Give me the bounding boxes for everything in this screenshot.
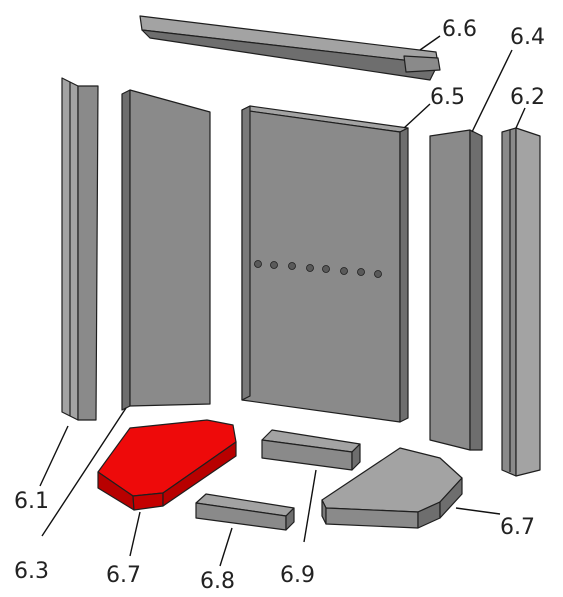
label-6-1: 6.1 [14, 489, 49, 514]
leader-lines [39, 35, 526, 567]
part-6-3-left-panel [121, 89, 211, 411]
leader-6-1 [39, 425, 69, 487]
part-6-4-right-panel [429, 129, 483, 451]
part-6-1-left-strip [61, 77, 99, 421]
leader-6-9 [303, 469, 317, 543]
label-6-2: 6.2 [510, 85, 545, 110]
part-6-5-back-panel [241, 105, 409, 423]
part-6-2-right-strip [501, 127, 541, 477]
leader-6-8 [219, 527, 233, 567]
part-6-7-left-floor-tile-highlighted [97, 419, 237, 511]
leader-6-2 [515, 107, 526, 129]
label-6-7-left: 6.7 [106, 563, 141, 588]
leader-6-5 [403, 103, 431, 129]
part-6-8-small-block [195, 493, 295, 531]
leader-6-7-right [455, 507, 501, 515]
leader-6-3 [41, 407, 127, 537]
label-6-5: 6.5 [430, 85, 465, 110]
label-6-3: 6.3 [14, 559, 49, 584]
part-6-9-small-block [261, 429, 361, 471]
back-panel-air-holes [254, 260, 382, 278]
part-6-6-top-baffle [139, 15, 441, 81]
label-6-9: 6.9 [280, 563, 315, 588]
part-labels: 6.6 6.4 6.5 6.2 6.1 6.3 6.7 6.8 6.9 6.7 [14, 17, 545, 594]
part-6-7-right-floor-tile [321, 447, 463, 529]
leader-6-6 [419, 35, 441, 51]
label-6-8: 6.8 [200, 569, 235, 594]
label-6-6: 6.6 [442, 17, 477, 42]
leader-6-4 [471, 49, 513, 133]
leader-6-7-left [129, 511, 141, 557]
label-6-4: 6.4 [510, 25, 545, 50]
label-6-7-right: 6.7 [500, 515, 535, 540]
